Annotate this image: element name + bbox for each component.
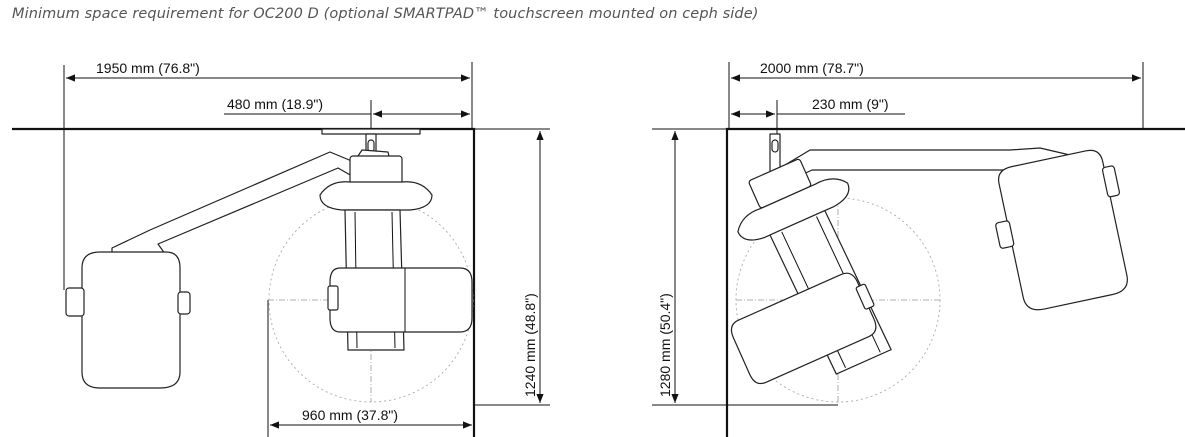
dim-label-1280: 1280 mm (50.4"): [657, 293, 673, 397]
ceph-knob-left: [65, 287, 85, 317]
right-tube-knob: [855, 283, 875, 310]
right-tube-group: [730, 272, 877, 385]
dim-label-1950: 1950 mm (76.8"): [96, 60, 200, 76]
right-mount-slot: [771, 139, 779, 153]
tube-knob: [327, 285, 339, 311]
right-ceph-knob-left: [995, 220, 1015, 249]
ceph-head: [81, 251, 181, 389]
figure-caption: Minimum space requirement for OC200 D (o…: [12, 6, 759, 22]
rotation-hub: [349, 155, 403, 185]
tube-head: [329, 267, 473, 333]
right-ceph-knob-right: [1101, 165, 1121, 198]
dim-label-1240: 1240 mm (48.8"): [522, 293, 538, 397]
ceiling-plate: [321, 128, 421, 135]
dim-label-2000: 2000 mm (78.7"): [760, 60, 864, 76]
dim-label-230: 230 mm (9"): [812, 96, 889, 112]
dim-label-960: 960 mm (37.8"): [302, 407, 398, 423]
rotating-disc: [319, 181, 433, 211]
right-rotating-disc: [737, 178, 850, 241]
ceph-knob-right: [177, 291, 191, 315]
left-diagram: 1950 mm (76.8") 480 mm (18.9") 1240 mm (…: [12, 60, 550, 437]
right-ceph-head: [997, 149, 1128, 311]
right-diagram: 2000 mm (78.7") 230 mm (9") 1280 mm (50.…: [652, 60, 1185, 437]
rotation-circle: [268, 197, 474, 403]
right-tube-head: [730, 272, 877, 385]
right-ceph-head-group: [995, 149, 1128, 311]
dim-label-480: 480 mm (18.9"): [227, 96, 323, 112]
